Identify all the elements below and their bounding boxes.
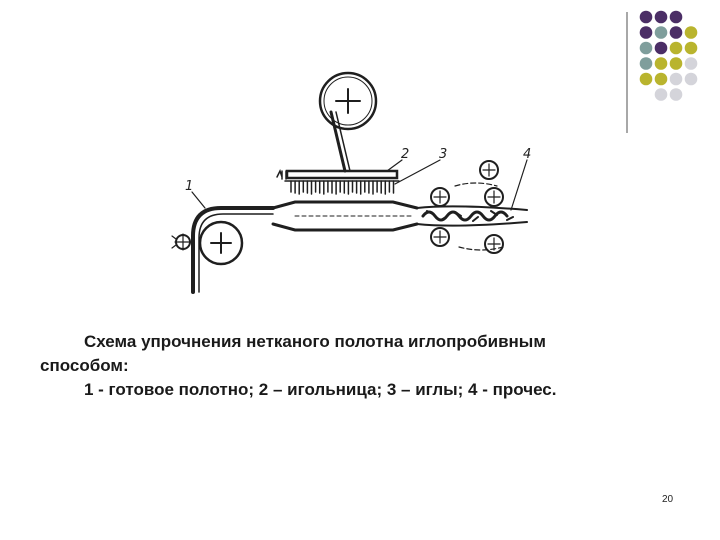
- decorative-dot: [654, 41, 668, 55]
- figure-caption: Схема упрочнения нетканого полотна иглоп…: [40, 330, 680, 402]
- decorative-dot: [669, 57, 683, 70]
- decorative-dot: [654, 10, 668, 24]
- decorative-dot: [669, 72, 683, 86]
- decorative-dot: [669, 88, 683, 101]
- decorative-dot: [639, 10, 653, 24]
- caption-line-1: Схема упрочнения нетканого полотна иглоп…: [84, 332, 546, 351]
- small-gear: [171, 233, 192, 251]
- decorative-dot: [654, 72, 668, 86]
- decorative-dot: [639, 41, 653, 55]
- label-1: 1: [185, 179, 193, 194]
- decorative-dot: [684, 57, 698, 70]
- label-4: 4: [523, 147, 531, 162]
- caption-line-3: 1 - готовое полотно; 2 – игольница; 3 – …: [84, 380, 557, 399]
- feed-rollers: [430, 160, 504, 254]
- output-roller: [198, 220, 244, 266]
- label-2: 2: [401, 147, 409, 162]
- decorative-dot: [639, 26, 653, 39]
- needle-board: [284, 169, 400, 182]
- fleece-web: [416, 182, 528, 251]
- crank-wheel: [318, 71, 378, 131]
- connecting-rod: [329, 110, 351, 173]
- decorative-dot-grid: [639, 10, 698, 101]
- decorative-dot: [669, 41, 683, 55]
- page-number: 20: [662, 494, 674, 505]
- decorative-dot: [669, 10, 683, 24]
- decorative-dot: [654, 57, 668, 70]
- finished-fabric: [191, 206, 275, 294]
- label-3: 3: [439, 147, 447, 162]
- decorative-dot: [684, 41, 698, 55]
- bed-plates: [271, 200, 419, 232]
- needle-marker: [276, 169, 287, 180]
- decorative-dot: [654, 26, 668, 39]
- decorative-dot: [684, 26, 698, 39]
- decorative-dot: [654, 88, 668, 101]
- needles: [290, 180, 395, 195]
- needle-punching-diagram: 1 2 3 4: [171, 71, 531, 294]
- caption-line-2: способом:: [40, 356, 129, 375]
- decorative-dot: [639, 57, 653, 70]
- leader-lines: [191, 159, 528, 211]
- decorative-dot: [639, 72, 653, 86]
- decorative-dot: [669, 26, 683, 39]
- decorative-dot: [684, 72, 698, 86]
